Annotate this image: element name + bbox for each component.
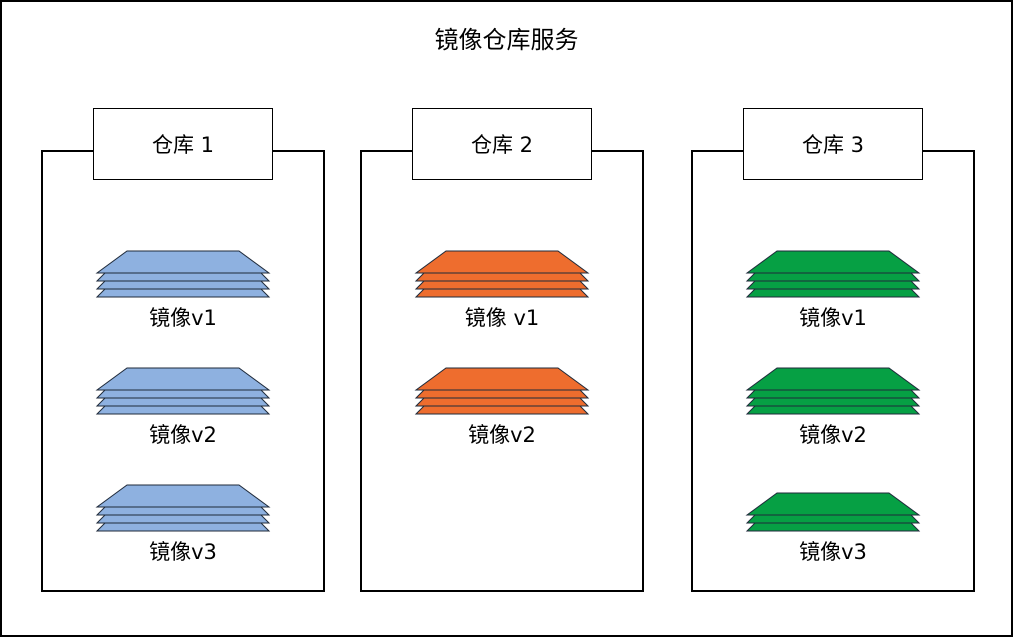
image-item: 镜像v1 [43, 244, 323, 354]
image-layer [95, 389, 271, 399]
image-layer [745, 397, 921, 407]
image-layer [414, 288, 590, 298]
image-item: 镜像v2 [362, 361, 642, 471]
image-layer [414, 389, 590, 399]
image-layers-icon [95, 367, 271, 415]
image-layer-top [745, 492, 921, 516]
image-layer [95, 272, 271, 282]
image-layer [745, 280, 921, 290]
image-layer [95, 280, 271, 290]
image-label: 镜像 v1 [464, 306, 540, 330]
image-label: 镜像v3 [149, 540, 217, 564]
image-layers-icon [95, 484, 271, 532]
image-item: 镜像v1 [693, 244, 973, 354]
image-layer [414, 280, 590, 290]
image-item: 镜像v3 [693, 478, 973, 588]
image-layers-icon [745, 492, 921, 532]
repository-1: 仓库 1 镜像v1 镜像v2 镜像v3 [41, 108, 325, 592]
image-layer [745, 288, 921, 298]
repository-label: 仓库 2 [412, 108, 592, 180]
image-layer [95, 405, 271, 415]
image-label: 镜像v2 [799, 423, 867, 447]
image-label: 镜像v2 [468, 423, 536, 447]
image-layer [95, 288, 271, 298]
image-item: 镜像v2 [43, 361, 323, 471]
image-layers-icon [745, 367, 921, 415]
image-item: 镜像v3 [43, 478, 323, 588]
image-layer [745, 514, 921, 524]
image-layer [95, 514, 271, 524]
image-layer [414, 405, 590, 415]
image-label: 镜像v3 [799, 540, 867, 564]
image-layers-icon [414, 250, 590, 298]
image-layer-top [745, 250, 921, 274]
repository-label: 仓库 1 [93, 108, 273, 180]
image-layer [745, 389, 921, 399]
repository-label: 仓库 3 [743, 108, 923, 180]
diagram-title: 镜像仓库服务 [434, 26, 579, 54]
image-layers-icon [745, 250, 921, 298]
image-layer [414, 397, 590, 407]
image-layer [745, 405, 921, 415]
image-layer [95, 522, 271, 532]
image-layer [95, 397, 271, 407]
image-layer-top [95, 484, 271, 508]
image-item: 镜像v2 [693, 361, 973, 471]
repository-3: 仓库 3 镜像v1 镜像v2 镜像v3 [691, 108, 975, 592]
image-layer-top [95, 250, 271, 274]
image-layer [745, 272, 921, 282]
image-label: 镜像v2 [149, 423, 217, 447]
image-layer [95, 506, 271, 516]
image-layer [745, 522, 921, 532]
image-layers-icon [414, 367, 590, 415]
image-layer-top [745, 367, 921, 391]
image-label: 镜像v1 [799, 306, 867, 330]
image-layer-top [414, 250, 590, 274]
image-layer [414, 272, 590, 282]
image-item: 镜像 v1 [362, 244, 642, 354]
repository-2: 仓库 2 镜像 v1 镜像v2 [360, 108, 644, 592]
image-label: 镜像v1 [149, 306, 217, 330]
image-layers-icon [95, 250, 271, 298]
image-layer-top [95, 367, 271, 391]
image-layer-top [414, 367, 590, 391]
